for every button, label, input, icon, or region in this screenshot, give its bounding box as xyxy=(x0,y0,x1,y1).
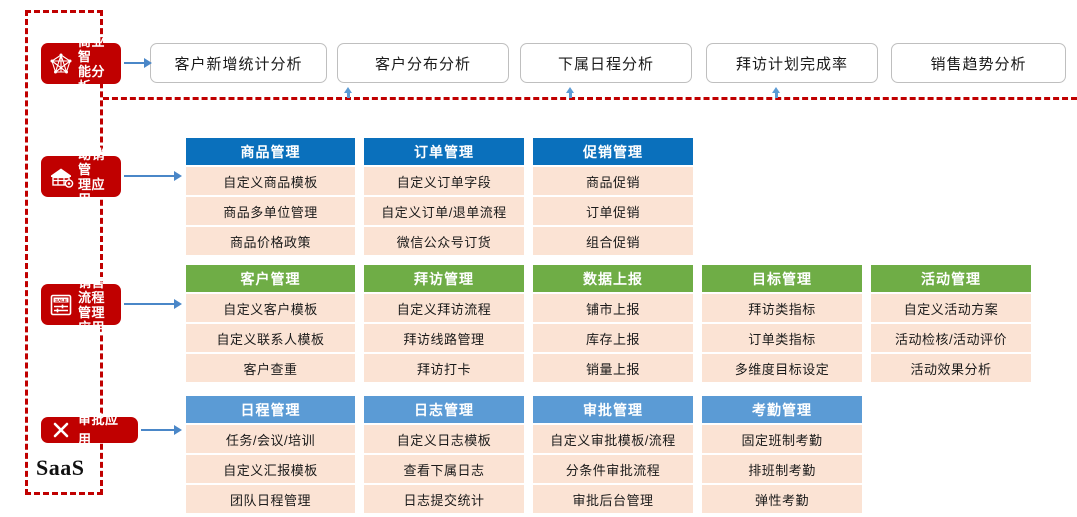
module-item[interactable]: 商品促销 xyxy=(533,167,693,195)
module-item[interactable]: 审批后台管理 xyxy=(533,485,693,513)
module-item[interactable]: 日志提交统计 xyxy=(364,485,524,513)
module-card[interactable]: 商品管理 自定义商品模板 商品多单位管理 商品价格政策 xyxy=(186,138,355,255)
sidebar-item-label: 动销管 理应用 xyxy=(78,146,106,207)
module-card[interactable]: 拜访管理 自定义拜访流程 拜访线路管理 拜访打卡 xyxy=(364,265,524,382)
module-item[interactable]: 自定义拜访流程 xyxy=(364,294,524,322)
module-item[interactable]: 铺市上报 xyxy=(533,294,693,322)
connector-arrow-approval xyxy=(141,424,182,436)
module-title: 促销管理 xyxy=(533,138,693,165)
module-title: 拜访管理 xyxy=(364,265,524,292)
module-item[interactable]: 自定义汇报模板 xyxy=(186,455,355,483)
module-item[interactable]: 自定义日志模板 xyxy=(364,425,524,453)
module-card[interactable]: 考勤管理 固定班制考勤 排班制考勤 弹性考勤 xyxy=(702,396,862,513)
network-graph-icon xyxy=(50,53,72,73)
module-item[interactable]: 多维度目标设定 xyxy=(702,354,862,382)
sale-document-icon: SALE xyxy=(50,294,72,315)
module-title: 审批管理 xyxy=(533,396,693,423)
module-card[interactable]: 活动管理 自定义活动方案 活动检核/活动评价 活动效果分析 xyxy=(871,265,1031,382)
module-item[interactable]: 活动检核/活动评价 xyxy=(871,324,1031,352)
store-house-icon xyxy=(51,168,74,188)
up-arrow-icon-3 xyxy=(772,87,781,98)
module-item[interactable]: 库存上报 xyxy=(533,324,693,352)
module-item[interactable]: 自定义客户模板 xyxy=(186,294,355,322)
module-title: 客户管理 xyxy=(186,265,355,292)
module-card[interactable]: 客户管理 自定义客户模板 自定义联系人模板 客户查重 xyxy=(186,265,355,382)
bi-button-3[interactable]: 拜访计划完成率 xyxy=(706,43,878,83)
module-card[interactable]: 目标管理 拜访类指标 订单类指标 多维度目标设定 xyxy=(702,265,862,382)
connector-arrow-bi xyxy=(124,57,152,69)
up-arrow-icon-1 xyxy=(344,87,353,98)
module-title: 目标管理 xyxy=(702,265,862,292)
module-item[interactable]: 订单促销 xyxy=(533,197,693,225)
module-title: 考勤管理 xyxy=(702,396,862,423)
connector-arrow-dx xyxy=(124,170,182,182)
connector-arrow-sales xyxy=(124,298,182,310)
module-title: 日志管理 xyxy=(364,396,524,423)
module-item[interactable]: 自定义活动方案 xyxy=(871,294,1031,322)
module-item[interactable]: 自定义订单/退单流程 xyxy=(364,197,524,225)
module-item[interactable]: 订单类指标 xyxy=(702,324,862,352)
module-item[interactable]: 查看下属日志 xyxy=(364,455,524,483)
sidebar-item-label: 审批应用 xyxy=(78,412,119,447)
module-card[interactable]: 数据上报 铺市上报 库存上报 销量上报 xyxy=(533,265,693,382)
module-item[interactable]: 拜访类指标 xyxy=(702,294,862,322)
bi-section-divider xyxy=(103,97,1077,100)
module-item[interactable]: 拜访打卡 xyxy=(364,354,524,382)
module-title: 订单管理 xyxy=(364,138,524,165)
module-card[interactable]: 订单管理 自定义订单字段 自定义订单/退单流程 微信公众号订货 xyxy=(364,138,524,255)
module-item[interactable]: 拜访线路管理 xyxy=(364,324,524,352)
module-title: 商品管理 xyxy=(186,138,355,165)
module-title: 日程管理 xyxy=(186,396,355,423)
module-item[interactable]: 商品价格政策 xyxy=(186,227,355,255)
module-item[interactable]: 活动效果分析 xyxy=(871,354,1031,382)
module-item[interactable]: 客户查重 xyxy=(186,354,355,382)
module-item[interactable]: 自定义审批模板/流程 xyxy=(533,425,693,453)
sidebar-item-label: 销售流程 管理应用 xyxy=(78,274,106,335)
cross-mark-icon xyxy=(53,422,69,438)
platform-label: SaaS xyxy=(36,455,85,480)
bi-button-4[interactable]: 销售趋势分析 xyxy=(891,43,1066,83)
module-card[interactable]: 日志管理 自定义日志模板 查看下属日志 日志提交统计 xyxy=(364,396,524,513)
saas-boundary-frame xyxy=(25,10,103,495)
bi-button-2[interactable]: 下属日程分析 xyxy=(520,43,692,83)
module-item[interactable]: 任务/会议/培训 xyxy=(186,425,355,453)
sidebar-item-sales-activation[interactable]: 动销管 理应用 xyxy=(41,147,121,207)
module-item[interactable]: 固定班制考勤 xyxy=(702,425,862,453)
module-item[interactable]: 弹性考勤 xyxy=(702,485,862,513)
sidebar-item-sales-process[interactable]: SALE 销售流程 管理应用 xyxy=(41,275,121,335)
module-item[interactable]: 自定义商品模板 xyxy=(186,167,355,195)
module-item[interactable]: 团队日程管理 xyxy=(186,485,355,513)
module-item[interactable]: 商品多单位管理 xyxy=(186,197,355,225)
module-item[interactable]: 组合促销 xyxy=(533,227,693,255)
module-item[interactable]: 排班制考勤 xyxy=(702,455,862,483)
module-card[interactable]: 促销管理 商品促销 订单促销 组合促销 xyxy=(533,138,693,255)
module-card[interactable]: 日程管理 任务/会议/培训 自定义汇报模板 团队日程管理 xyxy=(186,396,355,513)
sidebar-item-approval[interactable]: 审批应用 xyxy=(41,412,138,447)
sidebar-item-label: 商业智 能分析 xyxy=(78,33,106,94)
module-item[interactable]: 销量上报 xyxy=(533,354,693,382)
module-item[interactable]: 分条件审批流程 xyxy=(533,455,693,483)
module-title: 活动管理 xyxy=(871,265,1031,292)
bi-button-0[interactable]: 客户新增统计分析 xyxy=(150,43,327,83)
module-card[interactable]: 审批管理 自定义审批模板/流程 分条件审批流程 审批后台管理 xyxy=(533,396,693,513)
module-title: 数据上报 xyxy=(533,265,693,292)
sidebar-item-business-intelligence[interactable]: 商业智 能分析 xyxy=(41,34,121,94)
svg-text:SALE: SALE xyxy=(55,298,67,303)
bi-button-1[interactable]: 客户分布分析 xyxy=(337,43,509,83)
module-item[interactable]: 自定义订单字段 xyxy=(364,167,524,195)
module-item[interactable]: 自定义联系人模板 xyxy=(186,324,355,352)
up-arrow-icon-2 xyxy=(566,87,575,98)
module-item[interactable]: 微信公众号订货 xyxy=(364,227,524,255)
